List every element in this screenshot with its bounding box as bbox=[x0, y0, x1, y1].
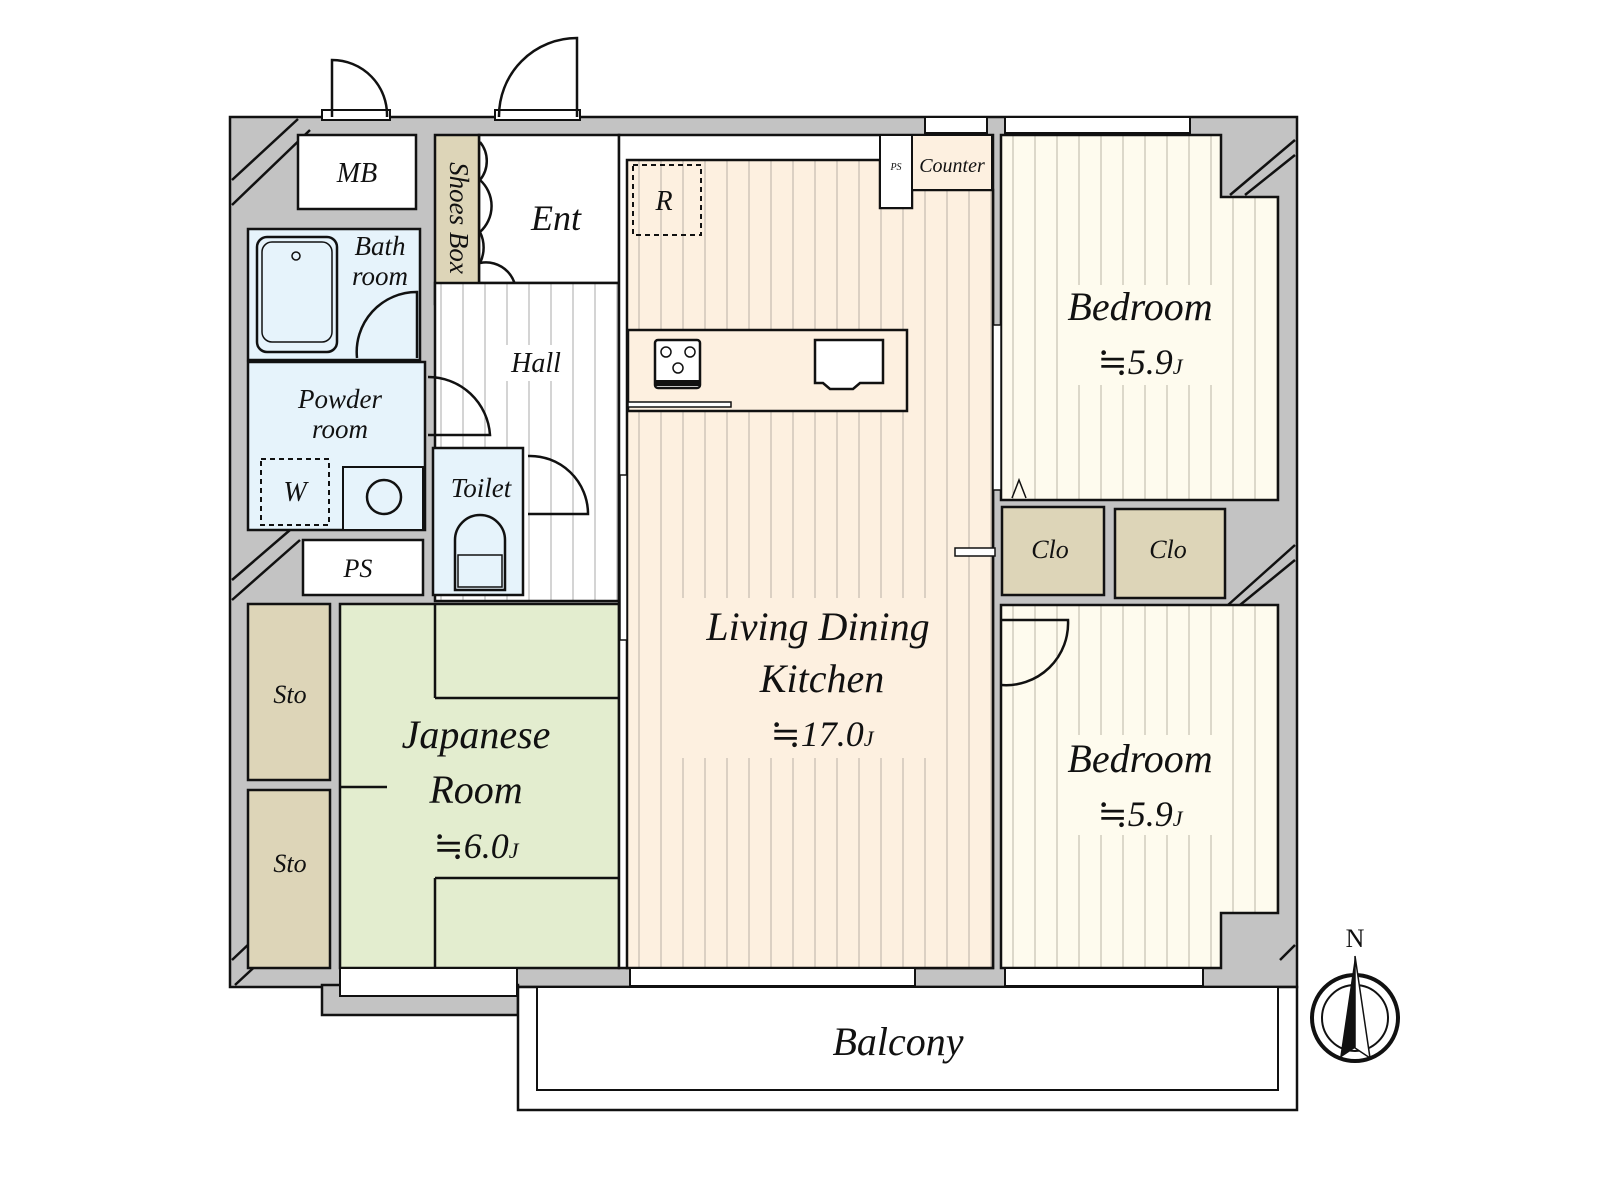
tatami-lines bbox=[340, 604, 619, 968]
storage-2 bbox=[246, 788, 332, 970]
wall-stub bbox=[954, 547, 996, 557]
window bbox=[1004, 116, 1191, 134]
ldk-label-line1: Living Dining bbox=[705, 604, 929, 649]
storage-1-label: Sto bbox=[273, 680, 306, 709]
window bbox=[629, 967, 916, 987]
refrigerator-label: R bbox=[654, 186, 672, 217]
unit-suffix: J bbox=[509, 838, 520, 863]
room-toilet bbox=[431, 446, 525, 597]
sliding-door[interactable] bbox=[992, 324, 1002, 491]
ldk-size-value: ≒17.0 bbox=[771, 714, 864, 754]
bathtub-icon bbox=[255, 235, 339, 354]
washer-space bbox=[260, 458, 330, 526]
storage-1 bbox=[246, 602, 332, 782]
label-bg bbox=[682, 598, 942, 758]
room-mb bbox=[296, 133, 418, 211]
shoe-box-doors bbox=[478, 141, 518, 301]
bedroom-1-size-value: ≒5.9 bbox=[1098, 342, 1173, 382]
bathroom-door[interactable] bbox=[355, 290, 419, 359]
label-bg bbox=[1060, 735, 1225, 835]
ldk-size: ≒17.0J bbox=[771, 714, 875, 754]
stove-icon bbox=[653, 338, 702, 390]
balcony-inner bbox=[536, 986, 1279, 1091]
unit-suffix: J bbox=[1173, 806, 1184, 831]
counter-label: Counter bbox=[919, 155, 985, 177]
toilet-tank bbox=[457, 554, 503, 588]
bathroom-label-line1: Bath bbox=[355, 231, 406, 261]
ldk-label-line2: Kitchen bbox=[759, 656, 884, 701]
balcony-label: Balcony bbox=[832, 1019, 963, 1064]
counter-shelf bbox=[627, 401, 732, 408]
sliding-door[interactable] bbox=[619, 474, 628, 641]
closet-1-label: Clo bbox=[1031, 535, 1069, 564]
toilet-door[interactable] bbox=[527, 454, 590, 516]
japanese-label-line1: Japanese bbox=[402, 712, 551, 757]
japanese-label-line2: Room bbox=[428, 767, 522, 812]
hall-label: Hall bbox=[510, 348, 561, 379]
room-ldk bbox=[625, 158, 995, 970]
japanese-size: ≒6.0J bbox=[434, 826, 520, 866]
bedroom-2-label: Bedroom bbox=[1067, 736, 1212, 781]
sink-icon bbox=[365, 478, 403, 516]
north-label: N bbox=[1346, 924, 1365, 953]
closet-1 bbox=[1000, 505, 1106, 597]
japanese-size-value: ≒6.0 bbox=[434, 826, 509, 866]
bedroom-1-size: ≒5.9J bbox=[1098, 342, 1184, 382]
drain-icon bbox=[291, 251, 301, 261]
bedroom-1-label: Bedroom bbox=[1067, 284, 1212, 329]
storage-2-label: Sto bbox=[273, 849, 306, 878]
shoes-box bbox=[433, 133, 481, 306]
entrance-door[interactable] bbox=[494, 36, 581, 121]
closet-2 bbox=[1113, 507, 1227, 600]
powder-label-line2: room bbox=[312, 414, 368, 444]
mb-label: MB bbox=[336, 158, 377, 189]
refrigerator-space bbox=[632, 164, 702, 236]
ps-label: PS bbox=[343, 554, 373, 583]
shoes-box-label: Shoes Box bbox=[444, 162, 474, 274]
vanity bbox=[342, 466, 424, 531]
bedroom-2-door[interactable] bbox=[1000, 618, 1070, 687]
window bbox=[339, 967, 518, 997]
bathroom-label-line2: room bbox=[352, 261, 408, 291]
closet-door-arrow bbox=[1011, 477, 1027, 499]
kitchen-ps-label: PS bbox=[889, 162, 901, 173]
toilet-icon bbox=[453, 513, 507, 592]
unit-suffix: J bbox=[864, 726, 875, 751]
label-bg bbox=[1060, 285, 1225, 385]
mb-door[interactable] bbox=[321, 58, 391, 121]
unit-suffix: J bbox=[1173, 354, 1184, 379]
window bbox=[1004, 967, 1204, 987]
toilet-label: Toilet bbox=[451, 473, 513, 503]
washer-label: W bbox=[283, 477, 309, 508]
closet-2-label: Clo bbox=[1149, 535, 1187, 564]
north-compass-icon: N bbox=[1310, 924, 1400, 1063]
window bbox=[924, 116, 988, 134]
entrance-label: Ent bbox=[530, 198, 582, 238]
powder-door[interactable] bbox=[427, 375, 492, 437]
label-bg bbox=[505, 345, 565, 381]
powder-label-line1: Powder bbox=[297, 384, 382, 414]
pipe-space bbox=[301, 538, 425, 597]
bedroom-2-size-value: ≒5.9 bbox=[1098, 794, 1173, 834]
bathtub-inner bbox=[261, 241, 333, 343]
sink-icon bbox=[813, 338, 885, 391]
counter bbox=[911, 134, 993, 191]
bedroom-2-size: ≒5.9J bbox=[1098, 794, 1184, 834]
